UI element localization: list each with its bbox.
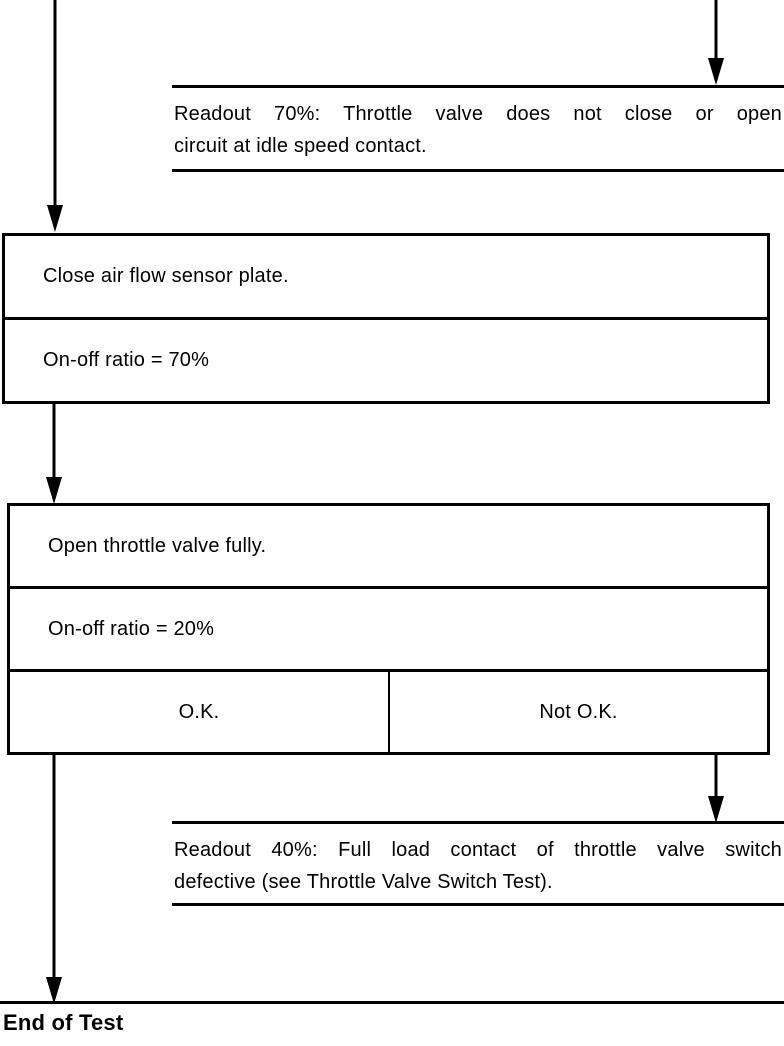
arrow-shaft	[52, 404, 56, 482]
arrow-shaft	[714, 0, 718, 63]
step-box-close-sensor-plate: Close air flow sensor plate. On-off rati…	[2, 233, 770, 404]
arrow-head	[46, 477, 62, 504]
arrow-down-icon-between-boxes	[46, 404, 62, 504]
end-of-test-line	[0, 1001, 784, 1004]
step-instruction: Close air flow sensor plate.	[43, 265, 289, 287]
readout-70-note: Readout 70%: Throttle valve does not clo…	[172, 85, 784, 172]
step-result: On-off ratio = 20%	[10, 586, 767, 669]
arrow-head	[47, 205, 63, 232]
arrow-head	[708, 58, 724, 85]
readout-70-note-line2: circuit at idle speed contact.	[174, 135, 427, 157]
arrow-shaft	[53, 0, 57, 210]
outcome-row: O.K. Not O.K.	[10, 669, 767, 752]
readout-40-note-line2: defective (see Throttle Valve Switch Tes…	[174, 871, 553, 893]
outcome-not-ok-cell: Not O.K.	[539, 700, 618, 723]
readout-70-note-line1: Readout 70%: Throttle valve does not clo…	[174, 103, 782, 125]
arrow-down-icon-not-ok-top	[708, 0, 724, 85]
arrow-shaft	[52, 755, 56, 982]
outcome-ok-cell: O.K.	[10, 672, 390, 752]
arrow-head	[708, 796, 724, 823]
readout-40-note-line1: Readout 40%: Full load contact of thrott…	[174, 839, 782, 861]
step-box-open-throttle: Open throttle valve fully. On-off ratio …	[7, 503, 770, 755]
arrow-down-icon-main-top	[47, 0, 63, 232]
arrow-head	[46, 977, 62, 1004]
end-of-test-label: End of Test	[3, 1010, 124, 1035]
arrow-down-icon-main-bottom	[46, 755, 62, 1004]
step-instruction: Open throttle valve fully.	[48, 534, 267, 557]
step-result: On-off ratio = 70%	[5, 317, 767, 401]
arrow-down-icon-not-ok-bottom	[708, 755, 724, 823]
readout-40-note: Readout 40%: Full load contact of thrott…	[172, 821, 784, 906]
arrow-shaft	[714, 755, 718, 801]
